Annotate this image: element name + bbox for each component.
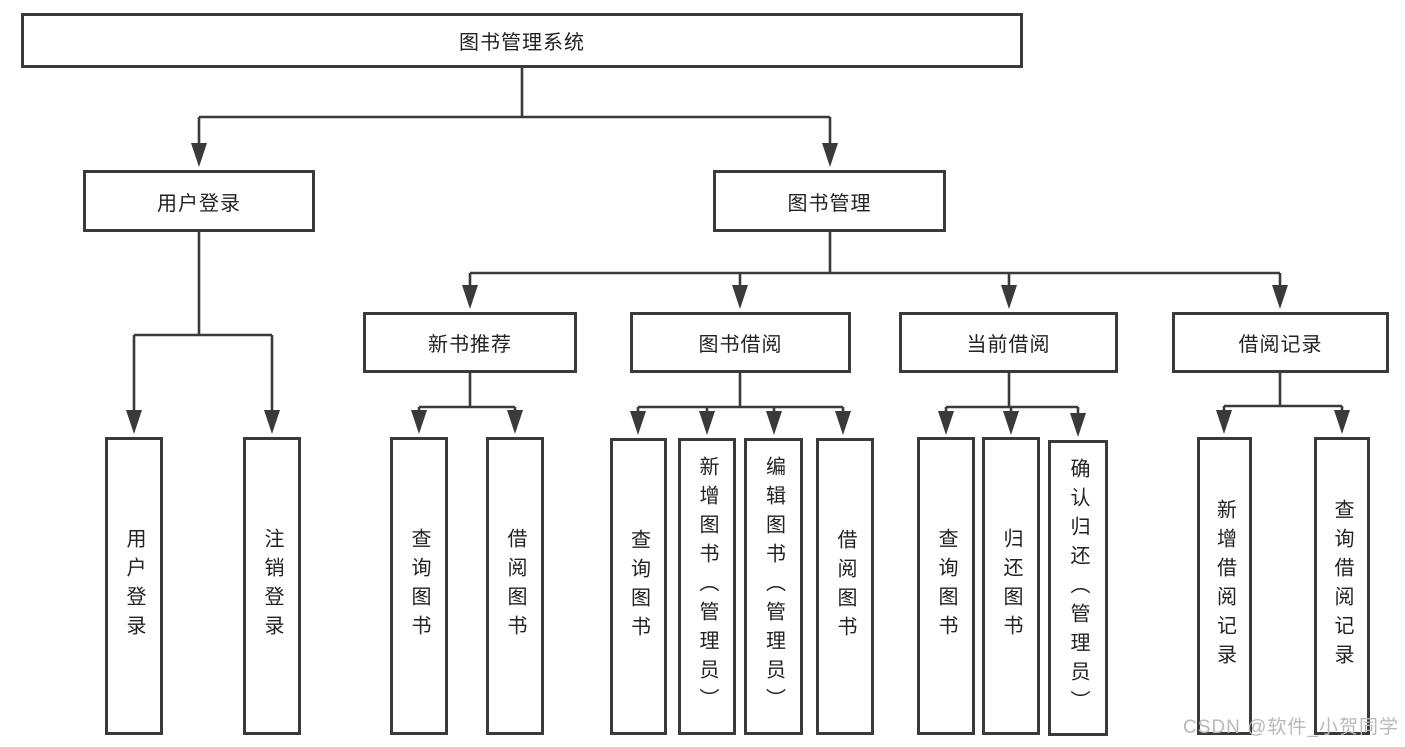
- node-leaf-query-borrow-record: 查询借阅记录: [1314, 437, 1370, 735]
- arrowheads: [126, 143, 1350, 437]
- node-label: 借阅图书: [504, 528, 526, 644]
- arrowhead: [264, 410, 280, 434]
- arrowhead: [507, 410, 523, 434]
- node-leaf-user-login: 用户登录: [105, 437, 163, 735]
- node-borrow-records: 借阅记录: [1172, 312, 1389, 373]
- node-root: 图书管理系统: [21, 13, 1023, 68]
- arrowhead: [766, 411, 782, 435]
- node-label: 新书推荐: [428, 334, 512, 356]
- arrowhead: [835, 411, 851, 435]
- node-leaf-logout: 注销登录: [243, 437, 301, 735]
- node-leaf-query-book-2: 查询图书: [610, 438, 667, 735]
- node-label: 图书管理系统: [459, 32, 585, 54]
- node-book-management: 图书管理: [713, 170, 946, 232]
- node-leaf-borrow-book-1: 借阅图书: [486, 437, 544, 735]
- node-label: 查询图书: [627, 528, 650, 645]
- node-leaf-query-book-3: 查询图书: [917, 437, 975, 735]
- node-label: 新增图书（管理员）: [696, 456, 718, 717]
- node-label: 归还图书: [1000, 528, 1022, 644]
- arrowhead: [1003, 411, 1019, 435]
- node-label: 借阅图书: [834, 528, 856, 645]
- node-label: 图书借阅: [698, 334, 783, 356]
- arrowhead: [1272, 285, 1288, 309]
- node-label: 用户登录: [123, 528, 145, 644]
- arrowhead: [699, 411, 715, 435]
- arrowhead: [1216, 410, 1232, 434]
- arrowhead: [1334, 410, 1350, 434]
- node-leaf-return-book: 归还图书: [982, 437, 1040, 735]
- arrowhead: [1070, 413, 1086, 437]
- node-leaf-edit-book-admin: 编辑图书（管理员）: [744, 438, 803, 735]
- arrowhead: [938, 411, 954, 435]
- node-label: 新增借阅记录: [1213, 499, 1236, 673]
- node-label: 确认归还（管理员）: [1067, 457, 1089, 719]
- node-current-borrow: 当前借阅: [899, 312, 1118, 373]
- arrowhead: [732, 285, 748, 309]
- node-label: 用户登录: [157, 192, 241, 215]
- node-leaf-add-borrow-record: 新增借阅记录: [1197, 437, 1252, 735]
- node-leaf-confirm-return-admin: 确认归还（管理员）: [1048, 440, 1108, 736]
- node-label: 查询借阅记录: [1331, 499, 1353, 673]
- node-label: 查询图书: [935, 528, 957, 644]
- node-leaf-borrow-book-2: 借阅图书: [816, 438, 874, 735]
- node-label: 图书管理: [787, 192, 872, 215]
- node-leaf-add-book-admin: 新增图书（管理员）: [678, 438, 736, 735]
- arrowhead: [191, 143, 207, 167]
- arrowhead: [411, 410, 427, 434]
- node-leaf-query-book-1: 查询图书: [390, 437, 448, 735]
- node-user-login: 用户登录: [83, 170, 315, 232]
- arrowhead: [126, 410, 142, 434]
- arrowhead: [822, 143, 838, 167]
- node-label: 当前借阅: [966, 334, 1051, 356]
- watermark: CSDN @软件_小贺同学: [1183, 717, 1399, 738]
- arrowhead: [1001, 285, 1017, 309]
- node-label: 编辑图书（管理员）: [762, 456, 785, 717]
- node-new-book-recommend: 新书推荐: [363, 312, 577, 373]
- arrowhead: [630, 411, 646, 435]
- node-book-borrow: 图书借阅: [630, 312, 851, 373]
- node-label: 查询图书: [408, 528, 430, 644]
- node-label: 借阅记录: [1238, 334, 1323, 356]
- connector-path: [132, 68, 1344, 416]
- node-label: 注销登录: [261, 528, 283, 644]
- arrowhead: [462, 285, 478, 309]
